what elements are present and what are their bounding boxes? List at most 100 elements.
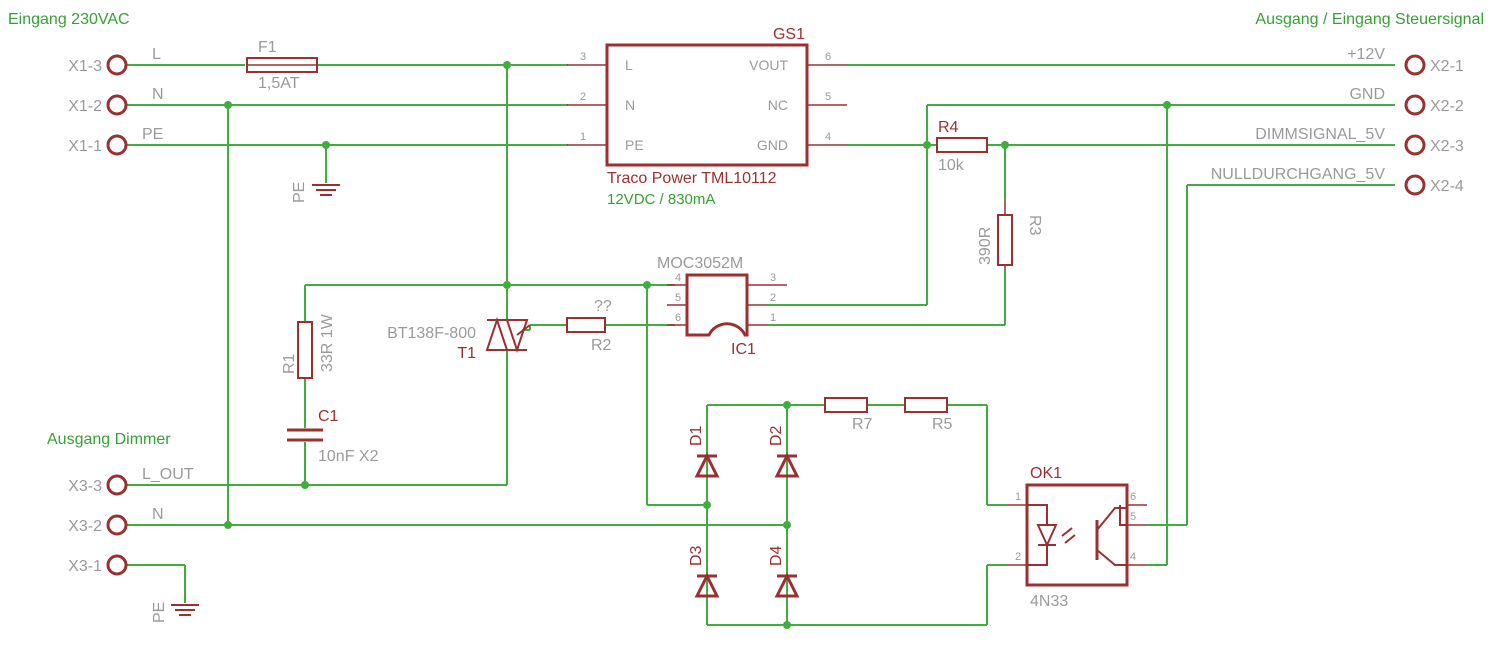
svg-text:6: 6 [1130, 491, 1136, 503]
gs1-spec: 12VDC / 830mA [607, 191, 715, 208]
resistor-r2: ?? R2 [566, 298, 612, 354]
svg-text:D4: D4 [768, 545, 785, 566]
svg-text:GND: GND [757, 137, 788, 153]
svg-text:??: ?? [594, 298, 612, 315]
input-section-title: Eingang 230VAC [8, 11, 130, 28]
svg-text:X3-2: X3-2 [68, 518, 102, 535]
svg-text:10k: 10k [938, 157, 965, 174]
svg-text:R3: R3 [1026, 215, 1043, 236]
svg-text:N: N [625, 97, 635, 113]
svg-text:D1: D1 [688, 425, 705, 446]
svg-text:2: 2 [1015, 551, 1021, 563]
svg-text:3: 3 [770, 272, 776, 284]
svg-text:3: 3 [580, 51, 586, 63]
svg-text:X2-1: X2-1 [1430, 58, 1464, 75]
svg-text:10nF X2: 10nF X2 [318, 448, 379, 465]
pe-ground-symbol-2: PE [151, 602, 199, 623]
svg-text:L: L [625, 57, 633, 73]
gs1-name: GS1 [773, 26, 805, 43]
pe-ground-symbol-1: PE [291, 182, 340, 203]
triac-t1: BT138F-800 T1 [387, 316, 531, 362]
svg-text:390R: 390R [977, 227, 994, 265]
net-label-plus12v: +12V [1347, 46, 1385, 63]
gs1-value: Traco Power TML10112 [607, 170, 777, 187]
resistor-r3: R3 390R [977, 200, 1043, 270]
ok1-name: OK1 [1030, 465, 1062, 482]
svg-text:X3-3: X3-3 [68, 478, 102, 495]
svg-text:5: 5 [1130, 511, 1136, 523]
connector-x3-1[interactable]: X3-1 [68, 554, 128, 576]
net-label-gnd: GND [1349, 86, 1385, 103]
svg-text:R1: R1 [281, 353, 298, 374]
svg-text:4: 4 [825, 131, 831, 143]
svg-text:C1: C1 [318, 408, 339, 425]
power-supply-gs1: 3 2 1 6 5 4 L N PE VOUT NC GND GS1 Traco… [567, 26, 847, 208]
svg-text:4: 4 [1130, 551, 1136, 563]
net-label-pe: PE [142, 126, 163, 143]
optocoupler-ok1: 1 2 6 5 4 OK1 4N33 [1007, 465, 1147, 610]
optotriac-ic1: 4 5 6 3 2 1 MOC3052M IC1 [657, 255, 787, 358]
resistor-r4: R4 10k [936, 119, 988, 174]
svg-text:4: 4 [675, 272, 681, 284]
net-label-n-out: N [152, 506, 164, 523]
fuse-f1: F1 1,5AT [246, 39, 318, 92]
ok1-value: 4N33 [1030, 593, 1068, 610]
svg-text:6: 6 [825, 51, 831, 63]
f1-name: F1 [258, 39, 277, 56]
svg-text:5: 5 [675, 292, 681, 304]
connector-x3-3[interactable]: X3-3 [68, 474, 128, 496]
connector-x1-1[interactable]: X1-1 [68, 134, 128, 156]
svg-text:X1-3: X1-3 [68, 58, 102, 75]
net-label-l-out: L_OUT [142, 466, 194, 483]
svg-text:VOUT: VOUT [749, 57, 788, 73]
svg-text:D3: D3 [688, 545, 705, 566]
capacitor-c1: C1 10nF X2 [287, 408, 379, 465]
svg-text:1: 1 [1015, 491, 1021, 503]
connector-x2-1[interactable]: X2-1 [1404, 54, 1464, 76]
svg-text:R5: R5 [932, 416, 953, 433]
svg-text:R7: R7 [852, 416, 873, 433]
ic1-value: MOC3052M [657, 255, 743, 272]
svg-text:5: 5 [825, 91, 831, 103]
ic1-name: IC1 [731, 341, 756, 358]
svg-text:PE: PE [291, 182, 308, 203]
resistor-r7: R7 [824, 397, 873, 433]
connector-x1-3[interactable]: X1-3 [68, 54, 128, 76]
f1-value: 1,5AT [258, 75, 300, 92]
svg-text:2: 2 [580, 91, 586, 103]
svg-text:1: 1 [580, 131, 586, 143]
diode-d4: D4 [768, 545, 800, 598]
connector-x3-2[interactable]: X3-2 [68, 514, 128, 536]
resistor-r5: R5 [904, 397, 953, 433]
svg-text:6: 6 [675, 312, 681, 324]
dimmer-section-title: Ausgang Dimmer [47, 431, 171, 448]
svg-text:33R 1W: 33R 1W [319, 313, 336, 372]
diode-d1: D1 [688, 425, 720, 478]
svg-text:D2: D2 [768, 425, 785, 446]
t1-name: T1 [457, 345, 476, 362]
net-label-n: N [152, 86, 164, 103]
connector-x1-2[interactable]: X1-2 [68, 94, 128, 116]
net-label-nulldurchgang: NULLDURCHGANG_5V [1211, 166, 1386, 183]
svg-text:X3-1: X3-1 [68, 558, 102, 575]
svg-text:X2-4: X2-4 [1430, 178, 1464, 195]
connector-x2-3[interactable]: X2-3 [1404, 134, 1464, 156]
svg-text:X2-3: X2-3 [1430, 138, 1464, 155]
output-section-title: Ausgang / Eingang Steuersignal [1255, 11, 1484, 28]
svg-text:NC: NC [768, 97, 788, 113]
svg-text:PE: PE [151, 602, 168, 623]
svg-text:2: 2 [770, 292, 776, 304]
net-label-dimmsignal: DIMMSIGNAL_5V [1255, 126, 1385, 143]
svg-text:X2-2: X2-2 [1430, 98, 1464, 115]
svg-text:X1-1: X1-1 [68, 138, 102, 155]
svg-text:1: 1 [770, 312, 776, 324]
svg-text:R2: R2 [591, 337, 612, 354]
t1-value: BT138F-800 [387, 325, 476, 342]
junctions [224, 61, 1171, 629]
svg-text:R4: R4 [938, 119, 959, 136]
diode-d3: D3 [688, 545, 720, 598]
connector-x2-2[interactable]: X2-2 [1404, 94, 1464, 116]
connector-x2-4[interactable]: X2-4 [1404, 174, 1464, 196]
svg-text:PE: PE [625, 137, 644, 153]
